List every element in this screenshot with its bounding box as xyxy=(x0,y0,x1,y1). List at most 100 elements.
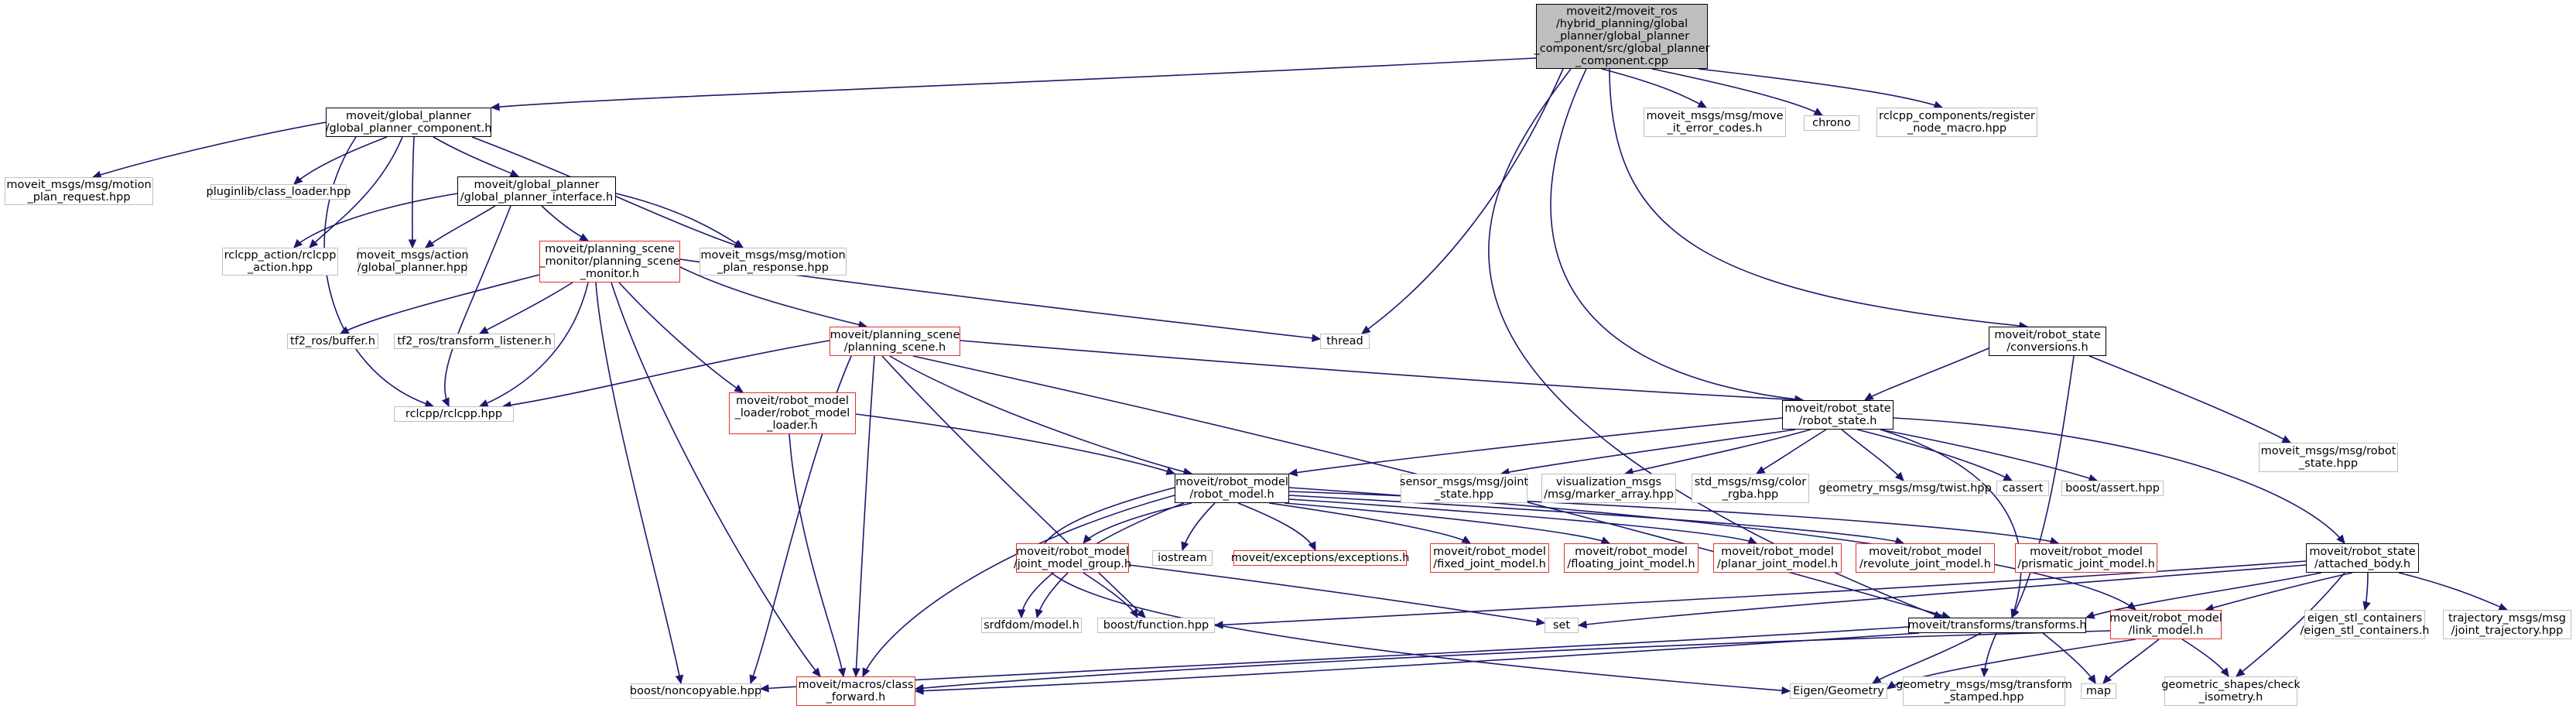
dependency-arrowhead xyxy=(1361,325,1371,334)
node-srdfdom-model: srdfdom/model.h xyxy=(981,618,1082,633)
node-fixed-joint-model-h[interactable]: moveit/robot_model /fixed_joint_model.h xyxy=(1430,543,1549,573)
dependency-arrowhead xyxy=(675,674,684,685)
node-planar-joint-model-h[interactable]: moveit/robot_model /planar_joint_model.h xyxy=(1713,543,1842,573)
node-global-planner-interface-h[interactable]: moveit/global_planner /global_planner_in… xyxy=(457,176,616,206)
node-iostream: iostream xyxy=(1152,550,1213,566)
node-joint-state: sensor_msgs/msg/joint _state.hpp xyxy=(1400,474,1528,503)
dependency-edge xyxy=(340,274,540,334)
dependency-edge xyxy=(1488,68,1943,618)
node-robot-model-loader-h[interactable]: moveit/robot_model _loader/robot_model _… xyxy=(729,392,856,434)
dependency-arrowhead xyxy=(1894,471,1904,481)
dependency-arrowhead xyxy=(1813,108,1824,116)
node-eigen-stl-containers: eigen_stl_containers /eigen_stl_containe… xyxy=(2301,610,2430,639)
node-class-forward-h[interactable]: moveit/macros/class _forward.h xyxy=(796,676,915,706)
node-transform-stamped: geometry_msgs/msg/transform _stamped.hpp xyxy=(1896,676,2072,706)
dependency-arrowhead xyxy=(478,326,489,334)
dependency-edge xyxy=(1609,68,2028,327)
node-planning-scene-h[interactable]: moveit/planning_scene /planning_scene.h xyxy=(830,327,960,356)
dependency-edge xyxy=(1756,429,1827,474)
dependency-edge xyxy=(1288,495,1904,544)
dependency-arrowhead xyxy=(2085,611,2095,619)
dependency-edge xyxy=(855,413,1175,474)
node-attached-body-h[interactable]: moveit/robot_state /attached_body.h xyxy=(2306,543,2419,573)
dependency-edge xyxy=(2181,639,2229,677)
dependency-arrowhead xyxy=(734,384,744,393)
dependency-arrowhead xyxy=(2236,668,2246,677)
dependency-edge xyxy=(479,282,573,334)
node-register-node-macro: rclcpp_components/register _node_macro.h… xyxy=(1876,108,2037,137)
dependency-edge xyxy=(1128,564,1545,624)
node-robot-state-h[interactable]: moveit/robot_state /robot_state.h xyxy=(1782,400,1894,430)
dependency-edge xyxy=(541,205,589,241)
dependency-edge xyxy=(1578,564,2307,626)
dependency-edge xyxy=(502,340,830,407)
dependency-arrowhead xyxy=(1535,618,1546,626)
dependency-arrowhead xyxy=(2281,435,2292,443)
dependency-edge xyxy=(433,136,519,177)
node-transforms-h[interactable]: moveit/transforms/transforms.h xyxy=(1907,618,2087,633)
dependency-arrowhead xyxy=(862,667,871,678)
dependency-arrowhead xyxy=(837,667,847,678)
dependency-edge xyxy=(679,266,867,327)
dependency-edge xyxy=(862,495,1175,677)
node-robot-model-h[interactable]: moveit/robot_model /robot_model.h xyxy=(1175,474,1289,503)
dependency-arrowhead xyxy=(1461,536,1472,544)
dependency-arrowhead xyxy=(1863,392,1874,401)
dependency-edge xyxy=(491,57,1537,108)
node-cassert: cassert xyxy=(1996,481,2049,496)
dependency-edge xyxy=(915,630,2111,690)
dependency-arrowhead xyxy=(1577,620,1588,629)
dependency-arrowhead xyxy=(1035,608,1043,619)
dependency-edge xyxy=(1887,639,2136,690)
dependency-arrowhead xyxy=(2220,667,2229,677)
dependency-arrowhead xyxy=(812,667,821,677)
dependency-arrowhead xyxy=(1311,334,1322,343)
dependency-edge xyxy=(1880,429,2022,618)
dependency-edge xyxy=(479,282,589,407)
node-planning-scene-monitor-h[interactable]: moveit/planning_scene _monitor/planning_… xyxy=(539,241,680,282)
dependency-edge xyxy=(293,193,458,248)
node-rclcpp-action: rclcpp_action/rclcpp _action.hpp xyxy=(222,248,338,276)
node-global-planner-action: moveit_msgs/action /global_planner.hpp xyxy=(356,248,469,276)
dependency-arrowhead xyxy=(1308,541,1316,552)
dependency-arrowhead xyxy=(490,102,500,111)
dependency-arrowhead xyxy=(914,683,924,693)
node-prismatic-joint-model-h[interactable]: moveit/robot_model /prismatic_joint_mode… xyxy=(2015,543,2157,573)
dependency-edge xyxy=(1624,429,1811,474)
node-revolute-joint-model-h[interactable]: moveit/robot_model /revolute_joint_model… xyxy=(1856,543,1995,573)
dependency-edge xyxy=(615,193,744,248)
dependency-edge xyxy=(1601,68,1707,108)
node-link-model-h[interactable]: moveit/robot_model /link_model.h xyxy=(2109,610,2222,639)
node-robot-state-conversions-h[interactable]: moveit/robot_state /conversions.h xyxy=(1989,327,2106,356)
dependency-edge xyxy=(1651,68,1823,116)
dependency-arrowhead xyxy=(1213,621,1223,629)
dependency-arrowhead xyxy=(1136,608,1146,618)
dependency-edge xyxy=(471,136,744,248)
node-floating-joint-model-h[interactable]: moveit/robot_model /floating_joint_model… xyxy=(1564,543,1699,573)
node-tf2-buffer: tf2_ros/buffer.h xyxy=(287,334,378,349)
dependency-edge xyxy=(309,136,403,248)
node-exceptions-h[interactable]: moveit/exceptions/exceptions.h xyxy=(1230,550,1410,566)
dependency-arrowhead xyxy=(1980,668,1989,678)
dependency-arrowhead xyxy=(2102,674,2112,684)
dependency-arrowhead xyxy=(1755,466,1766,474)
dependency-edge xyxy=(1040,487,1791,692)
dependency-arrowhead xyxy=(759,684,769,693)
node-global-planner-component-h[interactable]: moveit/global_planner /global_planner_co… xyxy=(326,108,491,137)
dependency-arrowhead xyxy=(1887,680,1897,690)
dependency-arrowhead xyxy=(579,233,590,241)
node-joint-model-group-h[interactable]: moveit/robot_model /joint_model_group.h xyxy=(1014,543,1131,573)
node-check-isometry: geometric_shapes/check _isometry.h xyxy=(2161,676,2301,706)
dependency-edge xyxy=(1880,429,2098,481)
dependency-edge xyxy=(1864,348,1989,401)
dependency-arrowhead xyxy=(309,238,319,248)
dependency-edge xyxy=(881,355,1146,618)
dependency-edge xyxy=(595,282,682,684)
dependency-edge xyxy=(2089,355,2291,443)
dependency-edge xyxy=(1182,502,1216,551)
dependency-arrowhead xyxy=(1288,468,1298,477)
dependency-arrowhead xyxy=(749,674,758,685)
dependency-arrowhead xyxy=(1781,686,1791,695)
dependency-edge xyxy=(1856,429,2013,481)
